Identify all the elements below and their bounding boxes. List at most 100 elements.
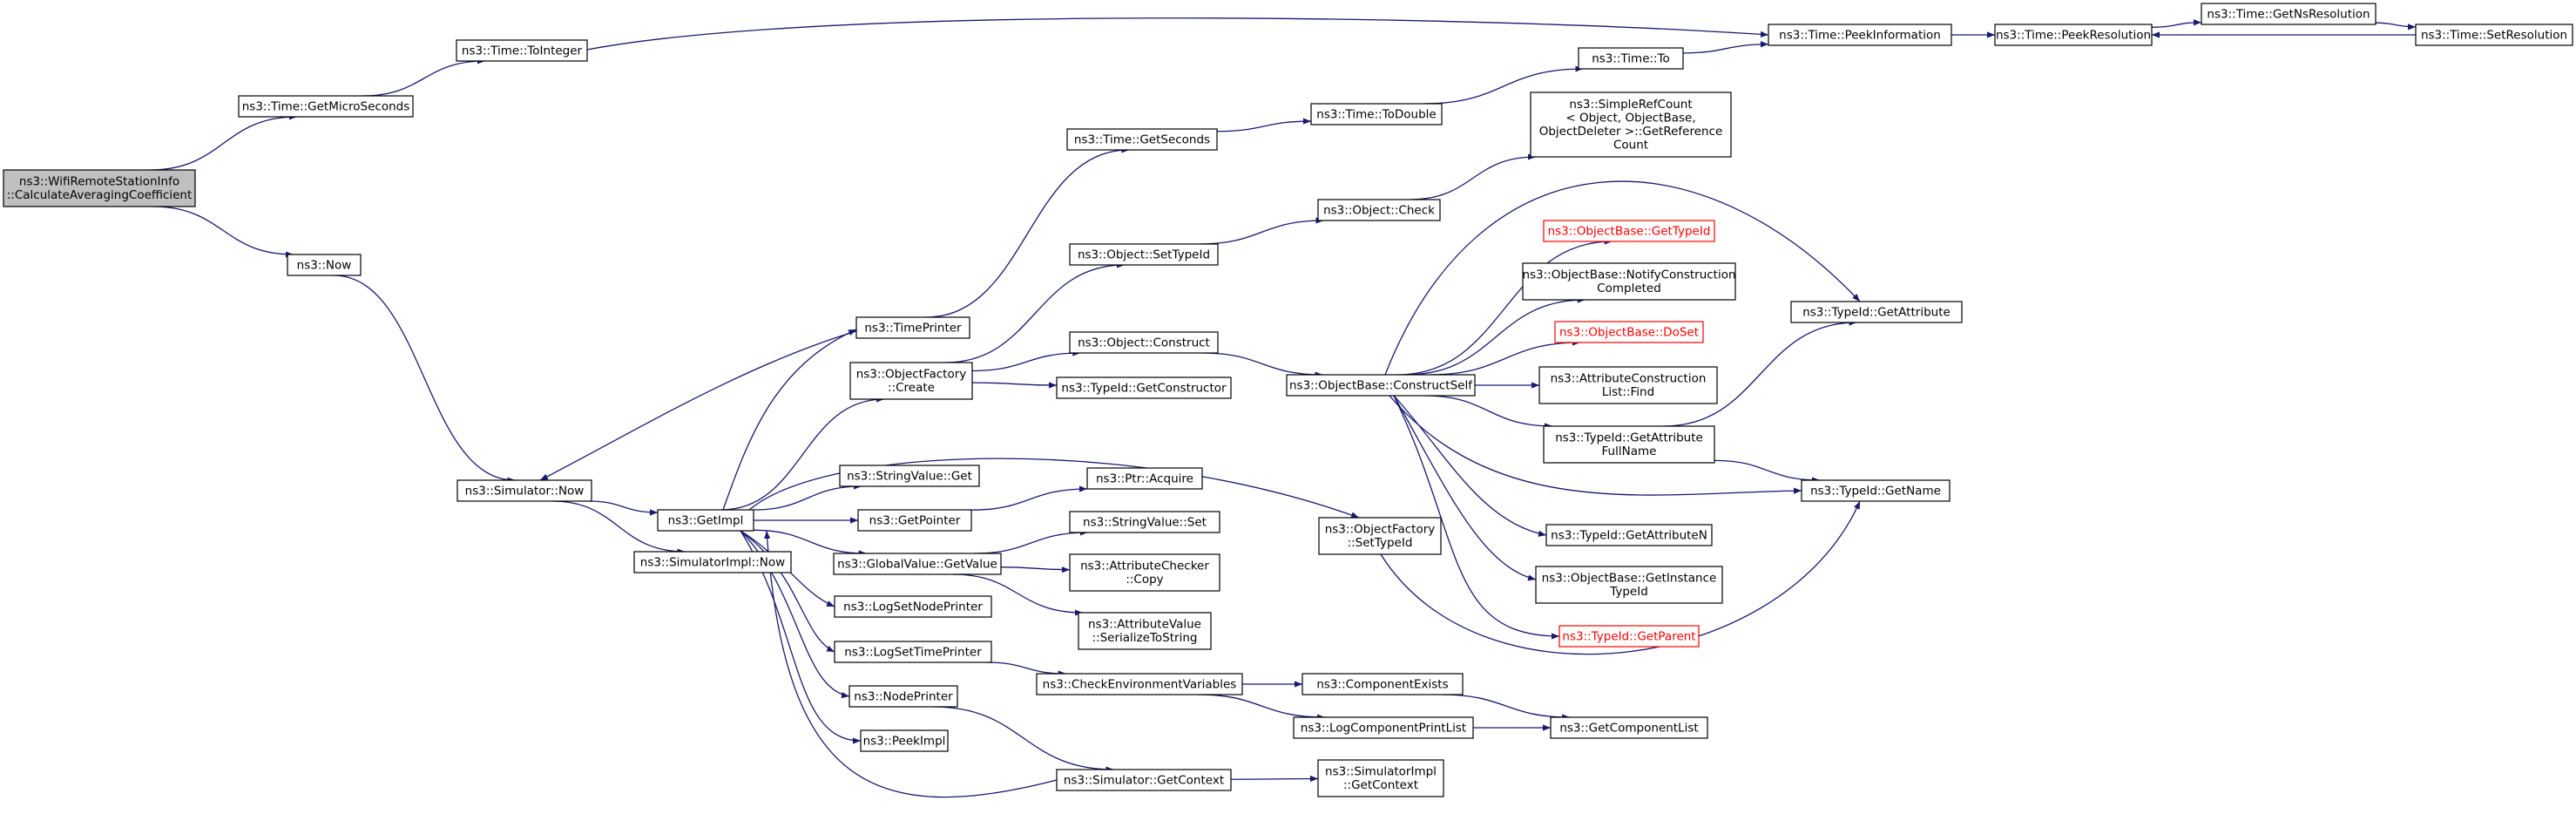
function-node-getCtor[interactable]: ns3::TypeId::GetConstructor — [1056, 376, 1232, 399]
node-box — [834, 641, 992, 663]
call-edge-objConstruct-to-constructSelf — [1201, 352, 1323, 378]
function-node-compExists[interactable]: ns3::ComponentExists — [1302, 673, 1464, 695]
function-node-now[interactable]: ns3::Now — [287, 254, 362, 276]
function-node-nodePrinter[interactable]: ns3::NodePrinter — [849, 685, 958, 708]
node-label-line: ns3::TimePrinter — [864, 321, 962, 335]
function-node-getAttribute[interactable]: ns3::TypeId::GetAttribute — [1790, 301, 1963, 323]
node-box — [1538, 366, 1718, 404]
function-node-getNsRes[interactable]: ns3::Time::GetNsResolution — [2201, 3, 2377, 25]
node-label-line: ns3::Now — [297, 258, 352, 272]
function-node-acCopy[interactable]: ns3::AttributeChecker::Copy — [1069, 553, 1220, 592]
node-label-line: ns3::Time::GetSeconds — [1074, 132, 1210, 146]
node-label-line: ::SetTypeId — [1348, 536, 1413, 550]
node-label-line: ns3::Object::Construct — [1078, 336, 1210, 349]
node-box — [1543, 220, 1715, 242]
call-edge-getNsRes-to-setRes — [2375, 22, 2417, 31]
call-edge-getPointer-to-ptrAcquire — [970, 485, 1088, 511]
node-box — [1530, 92, 1732, 158]
function-node-getImpl[interactable]: ns3::GetImpl — [657, 509, 754, 532]
function-node-getPointer[interactable]: ns3::GetPointer — [857, 509, 972, 532]
node-box — [855, 316, 970, 339]
function-node-doSet[interactable]: ns3::ObjectBase::DoSet — [1554, 321, 1704, 343]
function-node-logTime[interactable]: ns3::LogSetTimePrinter — [834, 641, 992, 663]
node-label-line: Completed — [1597, 282, 1661, 295]
function-node-objCheck[interactable]: ns3::Object::Check — [1317, 199, 1441, 221]
call-edge-constructSelf-to-getName — [1389, 395, 1802, 496]
node-box — [849, 362, 973, 400]
function-node-toDouble[interactable]: ns3::Time::ToDouble — [1310, 103, 1443, 125]
function-node-peekImpl[interactable]: ns3::PeekImpl — [860, 729, 949, 752]
function-node-checkEnv[interactable]: ns3::CheckEnvironmentVariables — [1036, 673, 1243, 695]
node-label-line: ns3::ObjectFactory — [1325, 523, 1436, 537]
function-node-getAttrN[interactable]: ns3::TypeId::GetAttributeN — [1545, 524, 1713, 546]
function-node-logNode[interactable]: ns3::LogSetNodePrinter — [834, 595, 992, 618]
function-node-simGetCtx[interactable]: ns3::Simulator::GetContext — [1056, 769, 1232, 791]
function-node-strGet[interactable]: ns3::StringValue::Get — [839, 465, 980, 487]
function-node-objSetType[interactable]: ns3::Object::SetTypeId — [1069, 243, 1219, 266]
node-box — [1317, 759, 1444, 797]
function-node-getParent[interactable]: ns3::TypeId::GetParent — [1558, 625, 1700, 648]
function-node-ofSetType[interactable]: ns3::ObjectFactory::SetTypeId — [1318, 517, 1442, 555]
function-node-getMicro[interactable]: ns3::Time::GetMicroSeconds — [238, 95, 414, 118]
function-node-peekRes[interactable]: ns3::Time::PeekResolution — [1994, 24, 2153, 46]
node-box — [1056, 376, 1232, 399]
function-node-ptrAcquire[interactable]: ns3::Ptr::Acquire — [1086, 467, 1203, 490]
call-edge-root-to-now — [152, 206, 294, 258]
call-edge-checkEnv-to-logCompPrint — [1198, 694, 1325, 721]
function-node-constructSelf[interactable]: ns3::ObjectBase::ConstructSelf — [1286, 374, 1476, 397]
node-box — [1069, 511, 1220, 533]
function-node-timePrinter[interactable]: ns3::TimePrinter — [855, 316, 970, 339]
node-box — [657, 509, 754, 532]
node-label-line: ns3::Time::PeekInformation — [1779, 28, 1941, 42]
function-node-setRes[interactable]: ns3::Time::SetResolution — [2415, 24, 2573, 46]
call-edge-constructSelf-to-getParent — [1393, 395, 1560, 640]
node-label-line: ::SerializeToString — [1092, 631, 1198, 645]
node-box — [1286, 374, 1476, 397]
call-edge-getImpl-to-gvGet — [753, 529, 867, 557]
function-node-simpleRef[interactable]: ns3::SimpleRefCount< Object, ObjectBase,… — [1530, 92, 1732, 158]
node-label-line: ns3::Object::Check — [1323, 203, 1435, 217]
function-node-notifyCC[interactable]: ns3::ObjectBase::NotifyConstructionCompl… — [1522, 262, 1736, 301]
call-edge-constructSelf-to-getInstType — [1393, 395, 1537, 581]
function-node-simImplNow[interactable]: ns3::SimulatorImpl::Now — [633, 551, 792, 573]
function-node-getCompList[interactable]: ns3::GetComponentList — [1550, 716, 1708, 739]
node-box — [839, 465, 980, 487]
function-node-logCompPrint[interactable]: ns3::LogComponentPrintList — [1293, 716, 1474, 739]
function-node-peekInfo[interactable]: ns3::Time::PeekInformation — [1768, 24, 1952, 46]
node-box — [1069, 553, 1220, 592]
node-box — [1056, 769, 1232, 791]
function-node-toInteger[interactable]: ns3::Time::ToInteger — [456, 39, 588, 62]
function-node-simNow[interactable]: ns3::Simulator::Now — [456, 479, 592, 502]
function-node-root[interactable]: ns3::WifiRemoteStationInfo::CalculateAve… — [3, 169, 196, 207]
node-box — [1302, 673, 1464, 695]
node-box — [1069, 331, 1219, 354]
function-node-ofCreate[interactable]: ns3::ObjectFactory::Create — [849, 362, 973, 400]
function-node-objConstruct[interactable]: ns3::Object::Construct — [1069, 331, 1219, 354]
node-box — [1535, 566, 1723, 604]
node-label-line: ns3::GetPointer — [869, 513, 961, 527]
node-label-line: ns3::TypeId::GetAttribute — [1555, 431, 1703, 445]
function-node-getSeconds[interactable]: ns3::Time::GetSeconds — [1066, 128, 1218, 151]
function-node-timeTo[interactable]: ns3::Time::To — [1578, 47, 1684, 70]
node-box — [1036, 673, 1243, 695]
node-box — [1801, 479, 1951, 502]
function-node-obGetTypeId[interactable]: ns3::ObjectBase::GetTypeId — [1543, 220, 1715, 242]
function-node-gvGet[interactable]: ns3::GlobalValue::GetValue — [833, 553, 1002, 575]
node-box — [2201, 3, 2377, 25]
function-node-avSer[interactable]: ns3::AttributeValue::SerializeToString — [1078, 612, 1212, 650]
node-label-line: ns3::ObjectBase::GetInstance — [1542, 572, 1717, 586]
function-node-strSet[interactable]: ns3::StringValue::Set — [1069, 511, 1220, 533]
node-label-line: ns3::GetImpl — [668, 513, 744, 527]
node-label-line: ns3::ComponentExists — [1316, 677, 1448, 691]
function-node-simImplCtx[interactable]: ns3::SimulatorImpl::GetContext — [1317, 759, 1444, 797]
call-edge-objCheck-to-simpleRef — [1410, 153, 1536, 200]
call-edge-getAttrFull-to-getAttribute — [1663, 319, 1857, 427]
call-edge-simNow-to-simImplNow — [551, 500, 686, 555]
function-node-getName[interactable]: ns3::TypeId::GetName — [1801, 479, 1951, 502]
call-edge-simGetCtx-to-getImpl — [764, 530, 1058, 798]
node-label-line: ns3::Time::GetNsResolution — [2207, 7, 2370, 21]
node-box — [1078, 612, 1212, 650]
